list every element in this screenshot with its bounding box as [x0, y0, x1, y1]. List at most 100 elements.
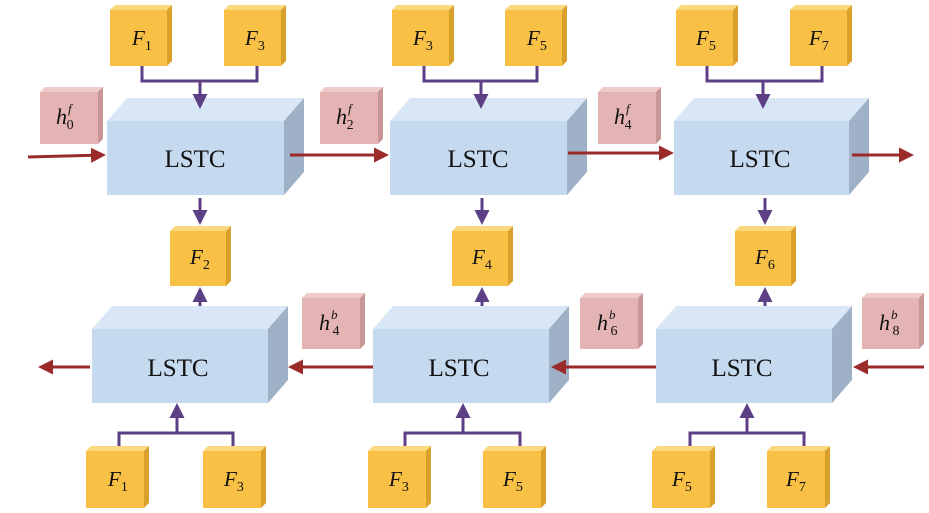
forward-arrow-in [27, 147, 106, 163]
feature-cube-front [368, 451, 426, 508]
hidden-cube-front [320, 92, 378, 144]
forward-input-feature-3a: F5 [676, 5, 738, 66]
feature-cube-side [426, 446, 431, 508]
hidden-cube-front [580, 298, 638, 349]
hidden-cube-side [638, 293, 643, 349]
feature-cube-top [452, 226, 513, 231]
hidden-cube-top [302, 293, 365, 298]
forward-connector-3 [705, 66, 824, 106]
output-feature-1: F2 [170, 226, 231, 286]
feature-label: F4 [471, 245, 492, 273]
backward-connector-2 [403, 406, 522, 450]
feature-cube-front [505, 10, 562, 66]
forward-input-feature-2a: F3 [392, 5, 454, 66]
feature-cube-front [676, 10, 733, 66]
forward-lstc-block-2: LSTC [390, 98, 587, 195]
forward-lstc-block-3: LSTC [674, 98, 869, 195]
hidden-cube-top [40, 87, 103, 92]
feature-cube-top [676, 5, 738, 10]
hidden-cube-top [320, 87, 383, 92]
forward-input-feature-2b: F5 [505, 5, 567, 66]
feature-label: F6 [754, 245, 775, 273]
feature-label: F3 [388, 467, 409, 495]
backward-lstc-block-2: LSTC [373, 306, 569, 403]
output-feature-2: F4 [452, 226, 513, 286]
feature-cube-top [110, 5, 172, 10]
hidden-cube-top [598, 87, 661, 92]
feature-cube-front [652, 451, 710, 508]
backward-input-feature-1b: F3 [203, 446, 266, 508]
feature-cube-front [735, 231, 791, 286]
hidden-cube-front [302, 298, 360, 349]
backward-input-feature-3b: F7 [767, 446, 830, 508]
hidden-cube-top [862, 293, 924, 298]
feature-cube-top [652, 446, 715, 451]
backward-input-connectors [117, 406, 806, 450]
feature-cube-front [392, 10, 449, 66]
feature-label: F2 [189, 245, 210, 273]
feature-cube-top [203, 446, 266, 451]
backward-input-feature-2b: F5 [483, 446, 546, 508]
feature-cube-side [710, 446, 715, 508]
feature-label: F3 [412, 26, 433, 54]
feature-label: F5 [502, 467, 523, 495]
forward-lstc-label-2: LSTC [447, 146, 508, 173]
feature-cube-top [170, 226, 231, 231]
backward-lstc-label-2: LSTC [428, 355, 489, 382]
backward-lstc-block-3-side [832, 306, 852, 403]
backward-lstc-block-3: LSTC [656, 306, 852, 403]
feature-label: F1 [131, 26, 152, 54]
forward-connector-2 [422, 66, 539, 106]
feature-cube-front [452, 231, 508, 286]
backward-lstc-block-1: LSTC [92, 306, 288, 403]
feature-cube-side [226, 226, 231, 286]
feature-cube-front [203, 451, 261, 508]
forward-lstc-label-3: LSTC [729, 146, 790, 173]
feature-label: F3 [223, 467, 244, 495]
feature-cube-side [541, 446, 546, 508]
forward-lstc-block-2-front [390, 121, 567, 195]
feature-cube-top [505, 5, 567, 10]
backward-lstc-block-2-side [549, 306, 569, 403]
feature-label: F7 [808, 26, 829, 54]
hidden-cube-front [598, 92, 656, 144]
forward-lstc-block-3-front [674, 121, 849, 195]
feature-cube-top [735, 226, 796, 231]
feature-label: F5 [526, 26, 547, 54]
feature-cube-side [261, 446, 266, 508]
feature-cube-top [767, 446, 830, 451]
feature-cube-top [483, 446, 546, 451]
hidden-cube-side [98, 87, 103, 144]
forward-input-feature-1a: F1 [110, 5, 172, 66]
feature-cube-front [767, 451, 825, 508]
backward-input-feature-2a: F3 [368, 446, 431, 508]
feature-cube-front [483, 451, 541, 508]
hidden-cube-front [862, 298, 919, 349]
forward-lstc-block-2-side [567, 98, 587, 195]
forward-lstc-block-1-top [107, 98, 304, 121]
backward-lstc-label-3: LSTC [711, 355, 772, 382]
forward-lstc-block-3-side [849, 98, 869, 195]
feature-cube-side [449, 5, 454, 66]
feature-cube-side [825, 446, 830, 508]
feature-cube-side [847, 5, 852, 66]
feature-cube-top [392, 5, 454, 10]
feature-cube-top [790, 5, 852, 10]
forward-lstc-block-1-front [107, 121, 284, 195]
forward-lstc-block-2-top [390, 98, 587, 121]
forward-connector-1 [140, 66, 259, 106]
feature-label: F3 [244, 26, 265, 54]
feature-cube-side [508, 226, 513, 286]
feature-cube-side [791, 226, 796, 286]
backward-lstc-block-2-front [373, 329, 549, 403]
feature-cube-side [733, 5, 738, 66]
forward-lstc-block-1-side [284, 98, 304, 195]
backward-lstc-block-3-front [656, 329, 832, 403]
